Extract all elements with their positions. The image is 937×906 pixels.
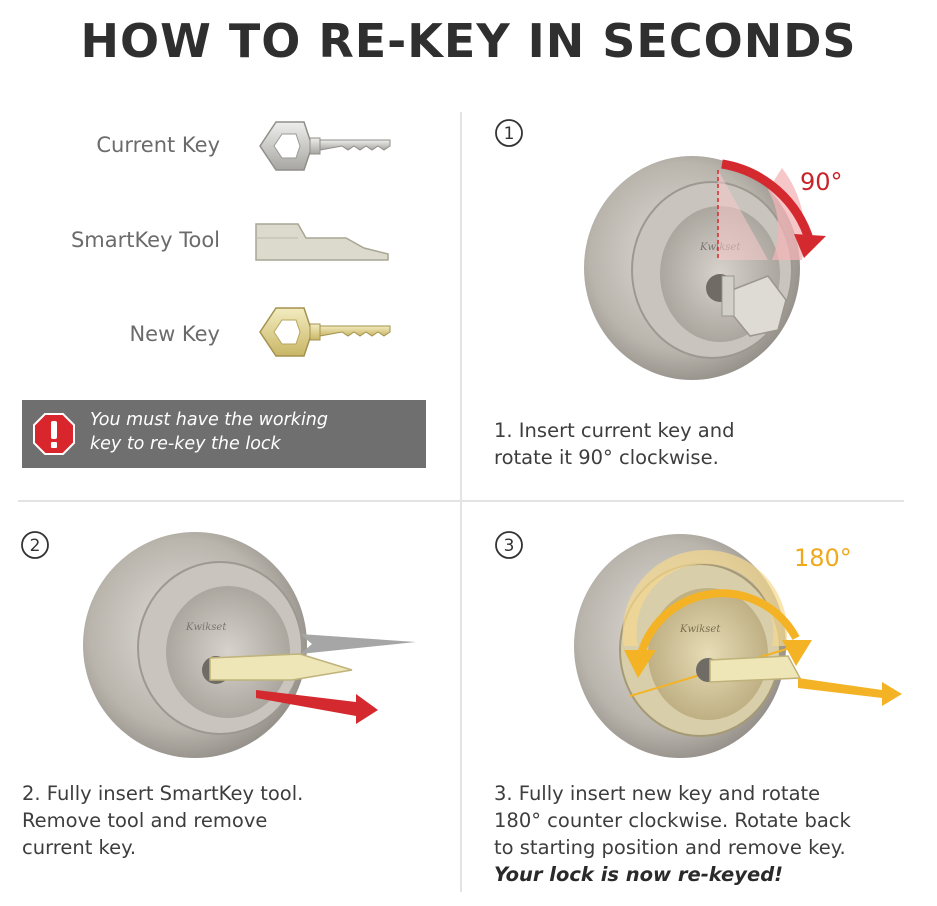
step-2-line-1: 2. Fully insert SmartKey tool. bbox=[22, 782, 304, 805]
step-2-line-3: current key. bbox=[22, 836, 137, 859]
step-3-lock-illustration: Kwikset bbox=[574, 534, 902, 758]
step-3-line-3: to starting position and remove key. bbox=[494, 836, 846, 859]
step-3-line-2: 180° counter clockwise. Rotate back bbox=[494, 809, 851, 832]
page-title: HOW TO RE-KEY IN SECONDS bbox=[80, 14, 857, 68]
step-3-line-1: 3. Fully insert new key and rotate bbox=[494, 782, 821, 805]
step-2-brand: Kwikset bbox=[185, 622, 227, 633]
step-1-line-1: 1. Insert current key and bbox=[494, 419, 735, 442]
vertical-divider bbox=[460, 112, 462, 892]
new-key-icon bbox=[259, 307, 391, 357]
step-3-angle: 180° bbox=[794, 544, 852, 572]
step-1-text: 1. Insert current key and rotate it 90° … bbox=[494, 417, 735, 471]
smartkey-tool-label: SmartKey Tool bbox=[70, 228, 220, 252]
step-1-number: 1 bbox=[504, 124, 515, 144]
step-1-angle: 90° bbox=[800, 168, 843, 196]
current-key-icon bbox=[259, 121, 391, 171]
step-3-brand: Kwikset bbox=[679, 624, 721, 635]
step-3-emphasis: Your lock is now re-keyed! bbox=[494, 863, 784, 886]
smartkey-tool-icon bbox=[255, 223, 389, 261]
exclamation-stop-icon bbox=[33, 413, 75, 455]
step-3-text: 3. Fully insert new key and rotate 180° … bbox=[494, 780, 851, 888]
step-2-line-2: Remove tool and remove bbox=[22, 809, 268, 832]
step-1-number-icon: 1 bbox=[495, 119, 523, 147]
step-1-line-2: rotate it 90° clockwise. bbox=[494, 446, 719, 469]
warning-line-2: key to re-key the lock bbox=[90, 434, 281, 454]
step-2-lock-illustration: Kwikset bbox=[83, 532, 416, 758]
warning-text: You must have the working key to re-key … bbox=[90, 408, 420, 456]
warning-line-1: You must have the working bbox=[90, 410, 329, 430]
step-2-number-icon: 2 bbox=[21, 531, 49, 559]
step-2-text: 2. Fully insert SmartKey tool. Remove to… bbox=[22, 780, 303, 861]
new-key-label: New Key bbox=[129, 322, 220, 346]
step-3-number-icon: 3 bbox=[495, 531, 523, 559]
step-3-number: 3 bbox=[504, 536, 515, 556]
step-1-lock-illustration: Kwikset bbox=[584, 156, 826, 380]
current-key-label: Current Key bbox=[96, 133, 220, 157]
warning-banner: You must have the working key to re-key … bbox=[22, 400, 426, 468]
step-2-number: 2 bbox=[30, 536, 41, 556]
horizontal-divider bbox=[18, 500, 904, 502]
